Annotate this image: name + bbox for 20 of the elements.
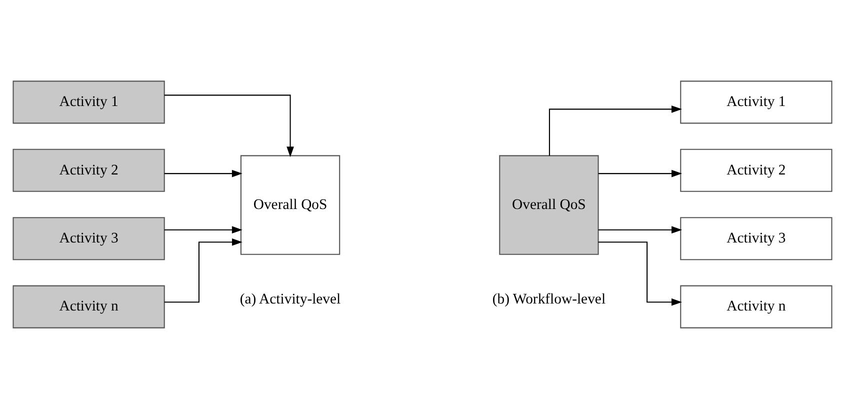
arrow — [164, 170, 242, 178]
arrow — [164, 238, 242, 303]
node-box: Activity 1 — [680, 80, 832, 124]
node-box: Activity 2 — [12, 148, 165, 192]
node-box: Activity 1 — [12, 80, 165, 124]
arrow — [164, 94, 294, 158]
arrow — [598, 226, 682, 234]
label: (b) Workflow-level — [492, 291, 606, 308]
node-box: Overall QoS — [240, 155, 340, 255]
label: (a) Activity-level — [240, 291, 341, 308]
node-box: Activity n — [12, 285, 165, 328]
arrow — [598, 170, 682, 178]
node-box: Activity 3 — [12, 217, 165, 260]
arrow — [598, 242, 682, 306]
node-box: Activity n — [680, 285, 832, 328]
arrow — [548, 106, 682, 156]
node-box: Overall QoS — [499, 155, 599, 255]
arrow — [164, 226, 242, 234]
node-box: Activity 3 — [680, 217, 832, 260]
node-box: Activity 2 — [680, 148, 832, 192]
